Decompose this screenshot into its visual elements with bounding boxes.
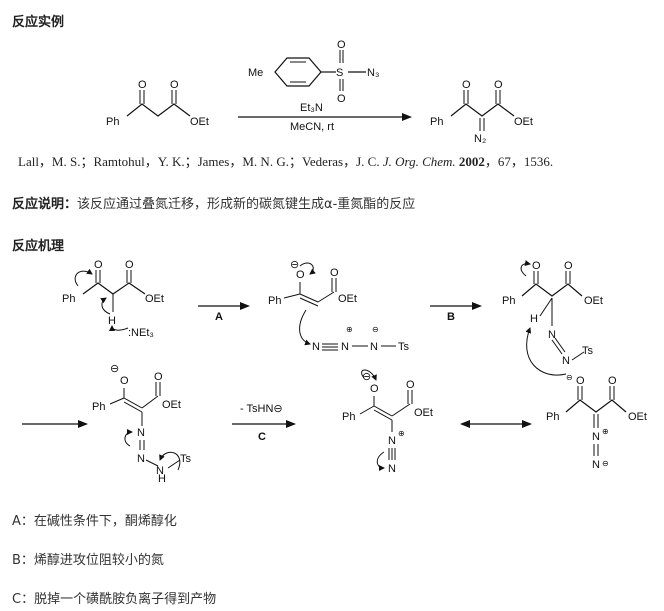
svg-text:Ph: Ph xyxy=(342,411,355,423)
svg-text:N: N xyxy=(312,341,320,353)
mech-structure-3: Ph O O OEt H N N Ts ⊖ xyxy=(502,260,603,382)
svg-text:Ph: Ph xyxy=(62,293,75,305)
svg-text:Ph: Ph xyxy=(546,411,559,423)
step-b-description: B：烯醇进攻位阻较小的氮 xyxy=(12,553,164,568)
svg-text:⊖: ⊖ xyxy=(602,459,609,468)
svg-text:O: O xyxy=(138,79,147,91)
citation-rest: ，67，1536. xyxy=(484,154,554,169)
substrate-oet: OEt xyxy=(190,116,209,128)
svg-text:O: O xyxy=(494,79,503,91)
svg-text:Ts: Ts xyxy=(180,453,192,465)
mech-structure-4: ⊖ O Ph O OEt N N N H Ts xyxy=(92,363,192,485)
mech-structure-6: Ph O O OEt N ⊕ N ⊖ xyxy=(546,375,647,471)
svg-text:⊕: ⊕ xyxy=(602,427,609,436)
step-a-label: A xyxy=(215,311,223,323)
svg-text:OEt: OEt xyxy=(414,407,433,419)
svg-text:O: O xyxy=(532,260,541,272)
example-title: 反应实例 xyxy=(12,15,65,30)
svg-text::NEt₃: :NEt₃ xyxy=(128,327,154,339)
svg-text:⊖: ⊖ xyxy=(110,363,119,375)
product-ph: Ph xyxy=(430,116,443,128)
svg-text:O: O xyxy=(94,259,103,271)
svg-text:OEt: OEt xyxy=(145,293,164,305)
svg-text:O: O xyxy=(154,371,163,383)
mech-structure-1: Ph O O OEt H :NEt₃ xyxy=(62,259,164,339)
svg-text:OEt: OEt xyxy=(584,295,603,307)
svg-text:N: N xyxy=(156,465,164,477)
svg-text:Ts: Ts xyxy=(582,345,594,357)
svg-text:O: O xyxy=(564,260,573,272)
svg-text:O: O xyxy=(125,259,134,271)
svg-text:O: O xyxy=(120,375,129,387)
svg-text:OEt: OEt xyxy=(628,411,647,423)
svg-text:Ph: Ph xyxy=(92,401,105,413)
svg-text:O: O xyxy=(462,79,471,91)
substrate-skeleton xyxy=(126,103,191,117)
product-n2: N₂ xyxy=(474,133,486,144)
svg-text:N: N xyxy=(137,427,145,439)
reaction-example-scheme: Me S O O N₃ Et₃N MeCN, rt Ph O O OEt Ph … xyxy=(106,39,533,144)
svg-text:OEt: OEt xyxy=(338,293,357,305)
svg-text:O: O xyxy=(170,79,179,91)
condition-solvent: MeCN, rt xyxy=(290,121,334,133)
svg-text:N: N xyxy=(562,355,570,367)
svg-text:N: N xyxy=(592,459,600,471)
svg-text:N: N xyxy=(548,329,556,341)
reagent-s: S xyxy=(336,67,343,79)
citation-year: 2002 xyxy=(458,154,485,169)
svg-text:Ph: Ph xyxy=(268,295,281,307)
citation-authors: Lall，M. S.；Ramtohul，Y. K.；James，M. N. G.… xyxy=(18,154,380,169)
svg-text:N: N xyxy=(341,341,349,353)
leaving-group-label: - TsHN⊖ xyxy=(240,403,283,415)
svg-text:⊖: ⊖ xyxy=(290,259,299,271)
reagent-n3: N₃ xyxy=(367,67,379,79)
step-c-label: C xyxy=(258,431,266,443)
mech-structure-2: ⊖ O Ph O OEt N ⊕ N ⊖ N Ts xyxy=(268,259,410,353)
mechanism-scheme: Ph O O OEt H :NEt₃ A ⊖ O Ph O OEt N ⊕ N … xyxy=(22,259,647,485)
svg-text:O: O xyxy=(296,269,305,281)
svg-text:H: H xyxy=(530,313,538,325)
svg-text:⊕: ⊕ xyxy=(346,325,353,334)
svg-text:O: O xyxy=(406,379,415,391)
description-text: 该反应通过叠氮迁移，形成新的碳氮键生成α-重氮酯的反应 xyxy=(77,197,416,212)
step-a-description: A：在碱性条件下，酮烯醇化 xyxy=(12,514,177,529)
svg-text:H: H xyxy=(108,315,116,327)
svg-text:⊖: ⊖ xyxy=(566,373,573,382)
product-skeleton xyxy=(450,103,515,117)
svg-text:O: O xyxy=(608,375,617,387)
citation: Lall，M. S.；Ramtohul，Y. K.；James，M. N. G.… xyxy=(18,151,553,170)
svg-text:O: O xyxy=(330,267,339,279)
citation-journal: J. Org. Chem. xyxy=(382,154,456,169)
substrate-ph: Ph xyxy=(106,116,119,128)
description-label: 反应说明： xyxy=(12,197,78,212)
step-b-label: B xyxy=(447,311,455,323)
svg-text:O: O xyxy=(576,375,585,387)
svg-text:OEt: OEt xyxy=(162,399,181,411)
product-oet: OEt xyxy=(514,116,533,128)
svg-text:N: N xyxy=(388,463,396,475)
svg-text:N: N xyxy=(592,431,600,443)
svg-text:Ph: Ph xyxy=(502,295,515,307)
reagent-me: Me xyxy=(248,67,263,79)
mech-structure-5: ⊖ O Ph O OEt N ⊕ N xyxy=(342,369,433,475)
step-c-description: C：脱掉一个磺酰胺负离子得到产物 xyxy=(12,592,217,607)
svg-text:Ts: Ts xyxy=(398,341,410,353)
svg-text:O: O xyxy=(370,383,379,395)
reagent-o-bottom: O xyxy=(337,93,346,105)
reagent-o-top: O xyxy=(337,39,346,51)
condition-base: Et₃N xyxy=(300,102,323,114)
svg-text:N: N xyxy=(137,453,145,465)
svg-text:⊖: ⊖ xyxy=(362,371,371,383)
reaction-description: 反应说明：该反应通过叠氮迁移，形成新的碳氮键生成α-重氮酯的反应 xyxy=(12,193,415,212)
svg-text:⊕: ⊕ xyxy=(398,429,405,438)
svg-text:⊖: ⊖ xyxy=(372,325,379,334)
svg-text:N: N xyxy=(388,435,396,447)
mechanism-title: 反应机理 xyxy=(12,239,65,254)
svg-text:N: N xyxy=(370,341,378,353)
svg-text:H: H xyxy=(158,473,166,485)
